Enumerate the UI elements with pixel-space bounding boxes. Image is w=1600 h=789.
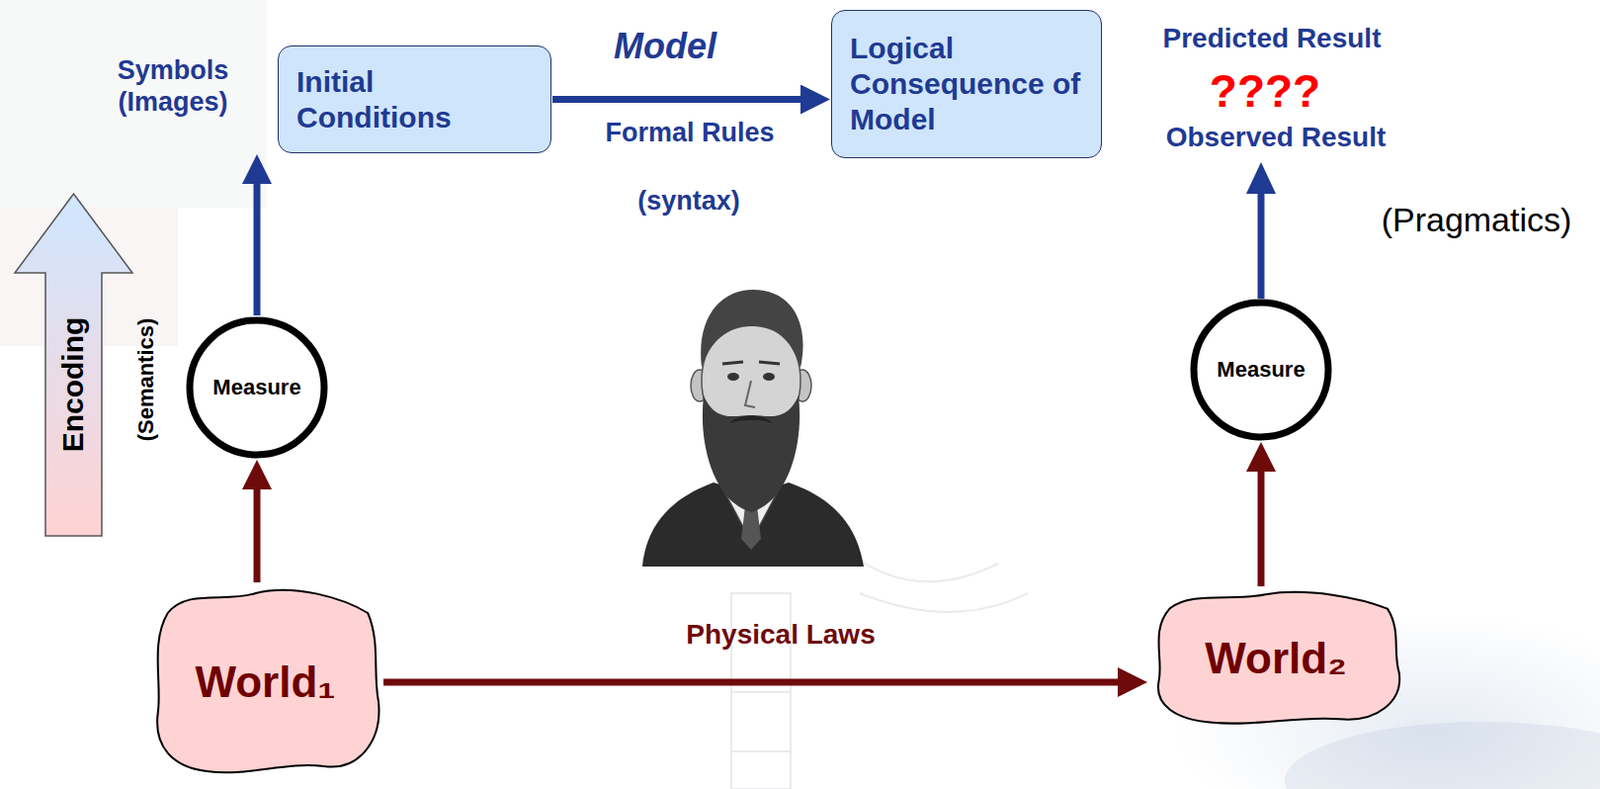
symbols-label: Symbols (Images) [88,54,257,119]
connector-arrow [1258,471,1265,587]
result-label: Observed Result [1166,120,1387,155]
measure-circle: Measure [185,316,329,459]
blob-outline [1158,591,1400,724]
portrait-eye [762,372,775,381]
connector-arrow [383,678,1118,686]
portrait-hair [700,289,803,368]
background-apparatus [731,690,791,693]
background-apparatus [731,553,1028,789]
syntax-label: (syntax) [637,184,741,217]
result-label: Predicted Result [1163,21,1382,56]
background-apparatus [859,592,1028,612]
measure-circle: Measure [1189,298,1333,441]
circle-outline [1193,302,1329,437]
portrait-brow [758,361,780,364]
circle-outline [189,320,325,455]
pragmatics-label: (Pragmatics) [1381,199,1573,241]
portrait-beard [702,395,800,512]
portrait-illustration [642,289,864,567]
background-patch [0,0,267,208]
process-box: Logical Consequence of Model [831,9,1102,159]
box-text: Initial Conditions [296,64,533,136]
portrait-tie [741,505,761,550]
blob-outline [157,589,379,773]
question-marks: ???? [1209,64,1321,119]
background-apparatus [731,750,791,753]
connector-arrow [253,183,261,316]
connector-arrow [253,489,261,583]
circle-text: Measure [212,374,301,401]
arrow-text: Encoding [57,317,91,453]
portrait-brow [722,361,744,364]
encoding-arrow: Encoding [14,193,133,536]
portrait-nose [745,380,756,408]
semantics-label: (Semantics) [133,318,160,442]
connector-arrow [552,95,801,103]
world-blob: World₂ [1148,587,1404,730]
process-box: Initial Conditions [277,45,552,154]
rules-label: Formal Rules [604,116,774,149]
measurement-arrowhead [1246,162,1276,194]
portrait-mustache [729,416,773,424]
box-text: Logical Consequence of Model [849,30,1084,138]
circle-text: Measure [1216,356,1305,383]
world-blob: World₁ [148,583,383,781]
model-label: Model [613,24,717,68]
measurement-arrow [1258,191,1265,299]
background-glow [1284,721,1600,789]
arrow-outline [14,193,133,536]
portrait-eye [727,372,740,381]
world-text: World₁ [194,657,336,707]
background-apparatus [849,553,999,582]
world-text: World₂ [1204,633,1347,683]
laws-label: Physical Laws [685,617,875,652]
